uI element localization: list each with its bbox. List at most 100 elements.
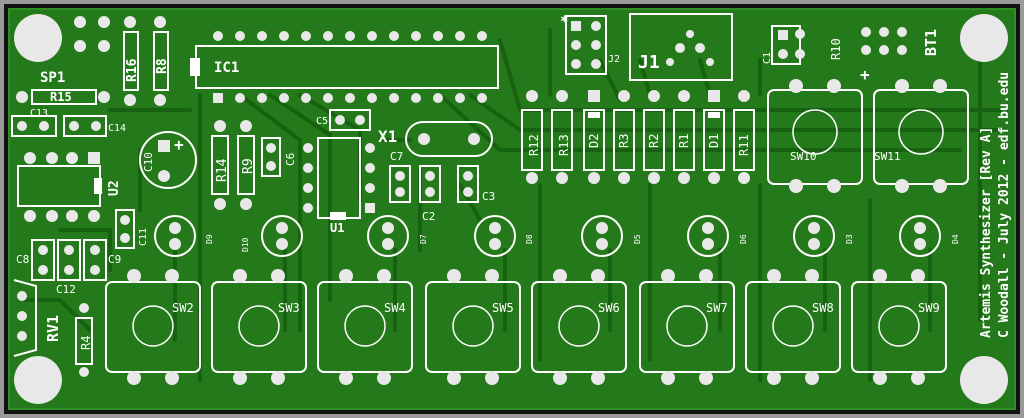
credit-line-2: C Woodall - July 2012 - edf.bu.edu <box>997 72 1012 338</box>
label-c11: C11 <box>138 228 149 246</box>
label-d5: D5 <box>633 234 642 244</box>
label-r15: R15 <box>50 90 72 104</box>
label-x1: X1 <box>378 127 397 146</box>
label-u2: U2 <box>107 180 122 196</box>
label-d3: D3 <box>845 234 854 244</box>
label-rv1: RV1 <box>44 315 62 342</box>
mounting-hole-bottom-left <box>14 356 62 404</box>
c9-outline <box>83 239 107 281</box>
label-sp1: SP1 <box>40 70 65 86</box>
label-d9: D9 <box>205 234 214 244</box>
label-d1: D1 <box>707 134 721 148</box>
label-r14: R14 <box>215 158 230 182</box>
label-c6: C6 <box>284 153 297 166</box>
c6-outline <box>261 137 281 177</box>
label-sw7: SW7 <box>706 301 728 315</box>
rv1-outline <box>13 279 37 357</box>
label-c8: C8 <box>16 253 29 266</box>
mounting-hole-top-left <box>14 14 62 62</box>
j1-outline <box>629 13 733 81</box>
label-r4: R4 <box>79 336 93 350</box>
label-sw2: SW2 <box>172 301 194 315</box>
label-d7: D7 <box>419 234 428 244</box>
label-c3: C3 <box>482 190 495 203</box>
label-r16: R16 <box>125 58 140 82</box>
c2-outline <box>419 165 441 203</box>
c12-outline <box>57 239 81 281</box>
c1-outline <box>771 25 801 65</box>
c3-outline <box>457 165 479 203</box>
c10-outline <box>139 131 197 189</box>
bt1-pads <box>861 27 907 55</box>
label-d8: D8 <box>525 234 534 244</box>
board-border-line <box>8 8 1016 410</box>
label-r3: R3 <box>617 134 631 148</box>
c8-outline <box>31 239 55 281</box>
label-sw8: SW8 <box>812 301 834 315</box>
label-c9: C9 <box>108 253 121 266</box>
label-r8: R8 <box>155 58 170 74</box>
mounting-hole-bottom-right <box>960 356 1008 404</box>
label-bt1-plus: + <box>860 65 870 84</box>
label-c5: C5 <box>316 116 328 127</box>
label-sw9: SW9 <box>918 301 940 315</box>
label-star: * <box>560 14 568 30</box>
c5-outline <box>329 109 371 131</box>
label-r13: R13 <box>557 134 571 156</box>
mounting-hole-top-right <box>960 14 1008 62</box>
label-d10: D10 <box>241 237 250 252</box>
label-r10: R10 <box>829 38 843 60</box>
sw10-footprint <box>767 79 863 193</box>
switch-row <box>105 269 947 385</box>
label-c2: C2 <box>422 210 435 223</box>
j2-outline <box>565 15 607 75</box>
label-j1: J1 <box>638 52 660 73</box>
c14-outline <box>63 115 107 137</box>
label-ic1: IC1 <box>214 60 239 76</box>
c13-outline <box>11 115 57 137</box>
label-c7: C7 <box>390 150 403 163</box>
mounting-holes <box>14 14 1008 404</box>
r4-outline <box>75 317 93 365</box>
label-j2: J2 <box>608 54 620 65</box>
u1-footprint <box>303 137 375 220</box>
x1-outline <box>405 121 493 157</box>
r15-outline <box>31 89 97 105</box>
label-c12: C12 <box>56 283 76 296</box>
label-r1: R1 <box>677 134 691 148</box>
label-c14: C14 <box>108 123 126 134</box>
label-d4: D4 <box>951 234 960 244</box>
sw11-footprint <box>873 79 969 193</box>
label-c10: C10 <box>142 152 155 172</box>
label-sw5: SW5 <box>492 301 514 315</box>
ic1-footprint <box>190 31 499 103</box>
label-u1: U1 <box>330 221 344 235</box>
label-sw11: SW11 <box>874 150 901 163</box>
r8-outline <box>153 31 169 91</box>
c11-outline <box>115 209 135 249</box>
label-c10-plus: + <box>174 135 184 154</box>
label-d2: D2 <box>587 134 601 148</box>
u2-footprint <box>17 152 102 222</box>
resistor-diode-column <box>521 90 755 184</box>
label-c1: C1 <box>762 52 773 64</box>
label-r2: R2 <box>647 134 661 148</box>
c7-outline <box>389 165 411 203</box>
pads-top-left <box>74 16 166 106</box>
r9-outline <box>237 135 255 195</box>
label-sw10: SW10 <box>790 150 817 163</box>
label-r9: R9 <box>241 158 256 174</box>
label-sw6: SW6 <box>598 301 620 315</box>
label-sw3: SW3 <box>278 301 300 315</box>
r16-outline <box>123 31 139 91</box>
label-bt1: BT1 <box>922 29 940 56</box>
label-c13: C13 <box>30 108 48 119</box>
led-row <box>154 215 941 257</box>
label-r12: R12 <box>527 134 541 156</box>
r14-outline <box>211 135 229 195</box>
label-sw4: SW4 <box>384 301 406 315</box>
label-r11: R11 <box>737 134 751 156</box>
credit-line-1: Artemis Synthesizer [Rev A] <box>979 127 994 338</box>
label-d6: D6 <box>739 234 748 244</box>
